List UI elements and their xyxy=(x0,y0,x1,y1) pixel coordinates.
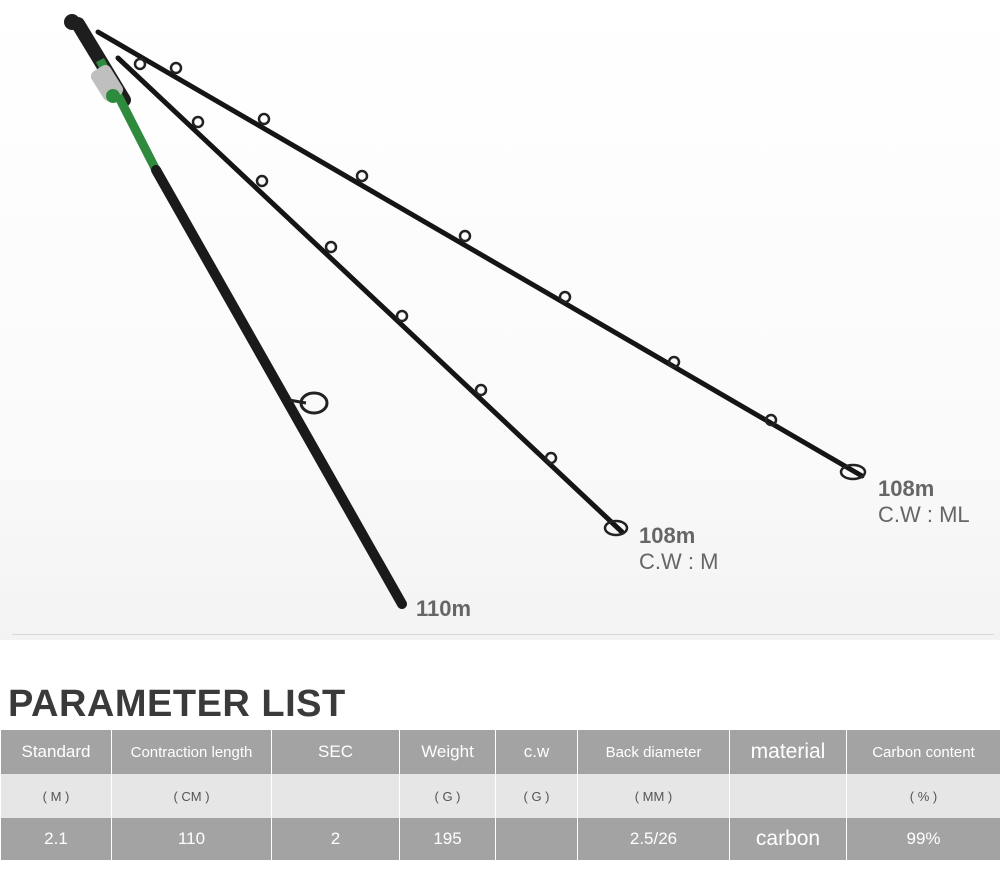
unit-cell: ( CM ) xyxy=(111,774,272,818)
rod-label-butt: 110m xyxy=(416,598,471,620)
rod-tip-m xyxy=(115,55,629,537)
value-cell: 2.5/26 xyxy=(577,818,730,860)
rod-tip-ml xyxy=(95,29,867,481)
unit-cell: ( G ) xyxy=(495,774,578,818)
rod-cw-label: C.W : M xyxy=(639,549,719,574)
rod-length-label: 110m xyxy=(416,596,472,621)
fishing-rod-illustration xyxy=(64,14,867,609)
section-divider xyxy=(12,634,994,635)
value-cell: carbon xyxy=(729,818,847,860)
value-cell: 99% xyxy=(846,818,1000,860)
value-cell: 110 xyxy=(111,818,272,860)
rod-cw-label: C.W : ML xyxy=(878,502,970,527)
rod-label-ml: 108m C.W : ML xyxy=(878,478,970,526)
unit-cell xyxy=(271,774,400,818)
value-cell: 2 xyxy=(271,818,400,860)
value-cell xyxy=(495,818,578,860)
unit-cell: ( G ) xyxy=(399,774,496,818)
unit-cell: ( MM ) xyxy=(577,774,730,818)
unit-cell: ( % ) xyxy=(846,774,1000,818)
header-cell: Weight xyxy=(399,730,496,774)
header-cell: Standard xyxy=(0,730,112,774)
rod-butt xyxy=(64,14,407,609)
unit-cell: ( M ) xyxy=(0,774,112,818)
rod-length-label: 108m xyxy=(878,476,935,501)
header-cell: material xyxy=(729,730,847,774)
rod-label-m: 108m C.W : M xyxy=(639,525,718,573)
header-cell: Carbon content xyxy=(846,730,1000,774)
header-cell: Back diameter xyxy=(577,730,730,774)
table-value-row: 2.1 110 2 195 2.5/26 carbon 99% xyxy=(0,818,1000,860)
value-cell: 195 xyxy=(399,818,496,860)
value-cell: 2.1 xyxy=(0,818,112,860)
parameter-table: Standard Contraction length SEC Weight c… xyxy=(0,730,1000,860)
header-cell: Contraction length xyxy=(111,730,272,774)
parameter-list-title: PARAMETER LIST xyxy=(8,683,346,725)
header-cell: SEC xyxy=(271,730,400,774)
table-unit-row: ( M ) ( CM ) ( G ) ( G ) ( MM ) ( % ) xyxy=(0,774,1000,818)
unit-cell xyxy=(729,774,847,818)
product-photo: 110m 108m C.W : M 108m C.W : ML xyxy=(0,0,1000,640)
rod-length-label: 108m xyxy=(639,523,696,548)
table-header-row: Standard Contraction length SEC Weight c… xyxy=(0,730,1000,774)
header-cell: c.w xyxy=(495,730,578,774)
